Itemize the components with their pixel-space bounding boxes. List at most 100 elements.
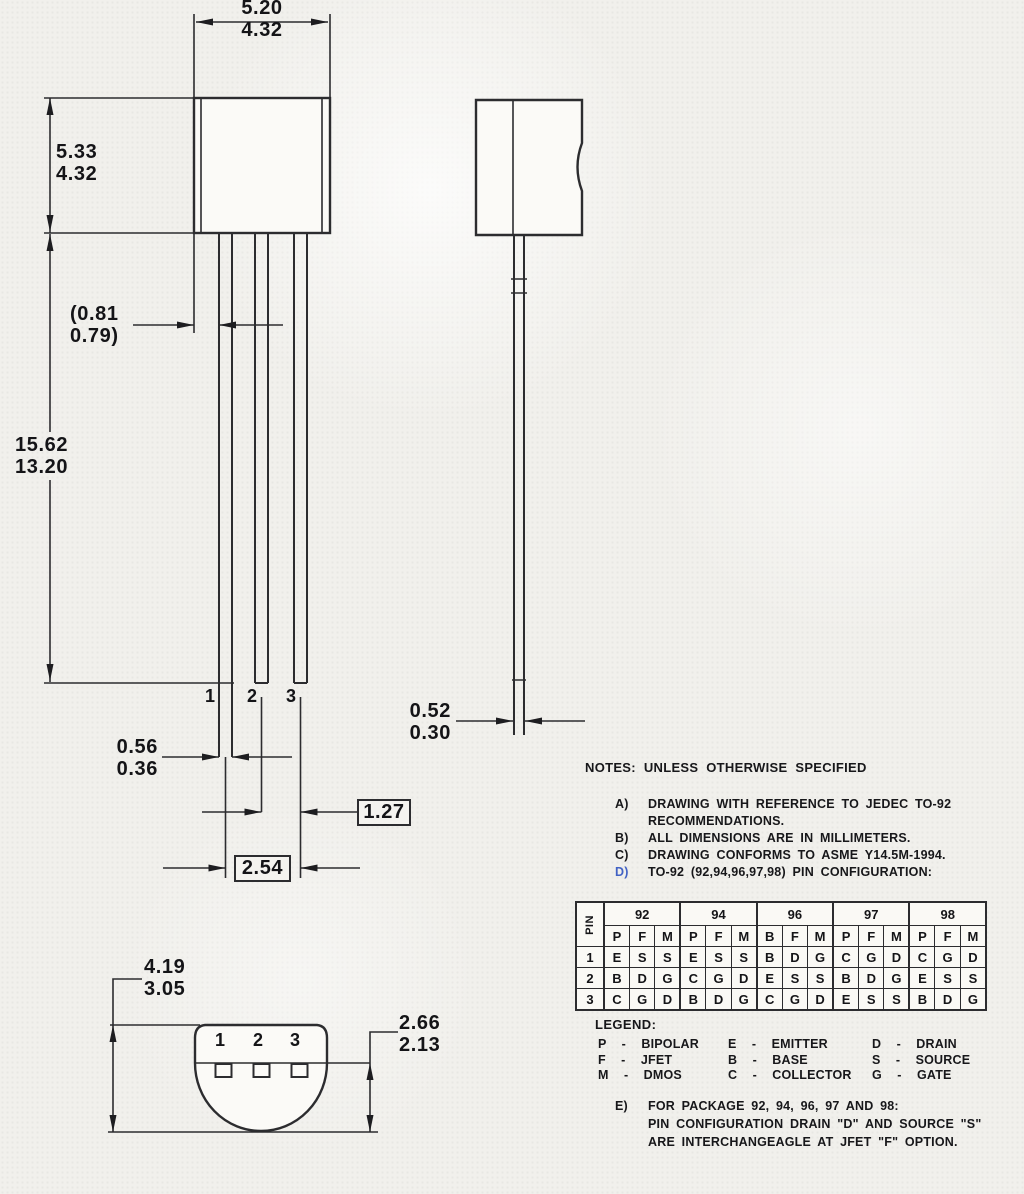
pin-table-group-92: 92 xyxy=(602,901,681,926)
note-line: DRAWING WITH REFERENCE TO JEDEC TO-92 xyxy=(648,797,952,811)
dim-value: 4.19 xyxy=(144,956,186,978)
dim-span-box: 2.54 xyxy=(234,855,291,882)
pin-table-group-94: 94 xyxy=(679,901,758,926)
legend-col-bjt-pins: E - EMITTER B - BASE C - COLLECTOR xyxy=(725,1037,869,1084)
dim-value: 5.20 xyxy=(241,0,283,19)
dim-value: 3.05 xyxy=(144,978,186,1000)
pin-table-cell: D xyxy=(730,967,758,989)
pin-table-cell: C xyxy=(679,967,707,989)
note-c: C) DRAWING CONFORMS TO ASME Y14.5M-1994. xyxy=(585,847,1023,864)
front-lead-3 xyxy=(293,233,308,684)
legend-item: C - COLLECTOR xyxy=(728,1068,852,1082)
note-label: B) xyxy=(615,831,629,845)
note-b: B) ALL DIMENSIONS ARE IN MILLIMETERS. xyxy=(585,830,1023,847)
pin-table-cell: S xyxy=(959,967,987,989)
pin-table-subheader: P xyxy=(832,925,860,947)
note-label: D) xyxy=(615,865,629,879)
pin-table-cell: C xyxy=(908,946,936,968)
note-e: E) FOR PACKAGE 92, 94, 96, 97 AND 98: PI… xyxy=(585,1097,1023,1151)
note-line: TO-92 (92,94,96,97,98) PIN CONFIGURATION… xyxy=(648,865,933,879)
legend-item: M - DMOS xyxy=(598,1068,682,1082)
dim-value: 0.52 xyxy=(409,700,451,722)
dim-value: 15.62 xyxy=(15,434,69,456)
note-label: A) xyxy=(615,797,629,811)
dim-value: 4.32 xyxy=(56,163,98,185)
side-view-lines xyxy=(456,98,585,735)
legend-item: E - EMITTER xyxy=(728,1037,828,1051)
pin-table-cell: E xyxy=(908,967,936,989)
note-line: PIN CONFIGURATION DRAIN "D" AND SOURCE "… xyxy=(648,1117,982,1131)
legend-col-fet-pins: D - DRAIN S - SOURCE G - GATE xyxy=(869,1037,1015,1084)
pin-table-cell: S xyxy=(781,967,809,989)
dim-value: 2.13 xyxy=(399,1034,441,1056)
dim-value: 2.66 xyxy=(399,1012,441,1034)
note-line: FOR PACKAGE 92, 94, 96, 97 AND 98: xyxy=(648,1099,899,1113)
pin-table-cell: C xyxy=(755,988,783,1011)
pin-table-subheader: P xyxy=(602,925,630,947)
pin-table-cell: E xyxy=(832,988,860,1011)
bottom-pin-2-pad xyxy=(252,1063,271,1078)
pin-table-subheader: F xyxy=(934,925,961,947)
pin-table-subheader: M xyxy=(883,925,910,947)
pin-table-corner: PIN xyxy=(575,901,605,947)
dim-value: 5.33 xyxy=(56,141,98,163)
pin-table-subheader: M xyxy=(730,925,758,947)
pin-table-corner-text: PIN xyxy=(584,914,596,935)
pin-table-cell: S xyxy=(807,967,834,989)
pin-table-cell: S xyxy=(934,967,961,989)
pin-table-cell: G xyxy=(807,946,834,968)
legend-item: D - DRAIN xyxy=(872,1037,957,1051)
pin-table-cell: S xyxy=(730,946,758,968)
pin-table-group-97: 97 xyxy=(832,901,910,926)
pin-table-subheader: P xyxy=(908,925,936,947)
pin-table-cell: D xyxy=(628,967,656,989)
legend-item: S - SOURCE xyxy=(872,1052,971,1067)
side-body-outline xyxy=(474,98,584,237)
pin-table-cell: B xyxy=(679,988,707,1011)
dim-value: 13.20 xyxy=(15,456,69,478)
dim-pitch-box: 1.27 xyxy=(357,799,411,826)
pin-table-cell: E xyxy=(679,946,707,968)
pin-table-cell: S xyxy=(858,988,885,1011)
pin-table-cell: S xyxy=(628,946,656,968)
pin-table-subheader: F xyxy=(628,925,656,947)
pin-table-cell: D xyxy=(654,988,681,1011)
pin-table-cell: D xyxy=(858,967,885,989)
legend-heading: LEGEND: xyxy=(595,1017,657,1032)
note-text: DRAWING WITH REFERENCE TO JEDEC TO-92 RE… xyxy=(648,796,951,830)
pin-table-row-number: 2 xyxy=(575,967,605,989)
bottom-pin-3-label: 3 xyxy=(289,1030,300,1050)
front-pin-1-label: 1 xyxy=(204,686,215,706)
note-a: A) DRAWING WITH REFERENCE TO JEDEC TO-92… xyxy=(585,796,1023,830)
pin-table-cell: S xyxy=(705,946,732,968)
legend-item: F - JFET xyxy=(598,1052,673,1067)
notes-block: NOTES: UNLESS OTHERWISE SPECIFIED A) DRA… xyxy=(585,760,1023,881)
pin-table-cell: B xyxy=(602,967,630,989)
pin-table-cell: G xyxy=(959,988,987,1011)
pin-table-cell: D xyxy=(807,988,834,1011)
pin-table-cell: G xyxy=(883,967,910,989)
legend: LEGEND: P - BIPOLAR F - JFET M - DMOS E … xyxy=(595,1017,1015,1084)
pin-table-cell: G xyxy=(654,967,681,989)
front-view-lines xyxy=(44,14,360,878)
pin-table-cell: B xyxy=(832,967,860,989)
pin-table-cell: G xyxy=(858,946,885,968)
dim-value: 0.36 xyxy=(116,758,158,780)
pin-table-row-number: 3 xyxy=(575,988,605,1011)
side-lead xyxy=(513,235,525,735)
dim-value: 0.79) xyxy=(70,325,119,347)
pin-table-cell: G xyxy=(628,988,656,1011)
dim-value: 1.27 xyxy=(363,801,405,823)
bottom-pin-2-label: 2 xyxy=(252,1030,263,1050)
note-line: ARE INTERCHANGEAGLE AT JFET "F" OPTION. xyxy=(648,1135,958,1149)
pin-table-cell: G xyxy=(781,988,809,1011)
pin-table-cell: E xyxy=(755,967,783,989)
note-line: DRAWING CONFORMS TO ASME Y14.5M-1994. xyxy=(648,848,946,862)
pin-table-group-98: 98 xyxy=(908,901,987,926)
dim-value: 2.54 xyxy=(241,857,284,879)
pin-table-cell: D xyxy=(934,988,961,1011)
